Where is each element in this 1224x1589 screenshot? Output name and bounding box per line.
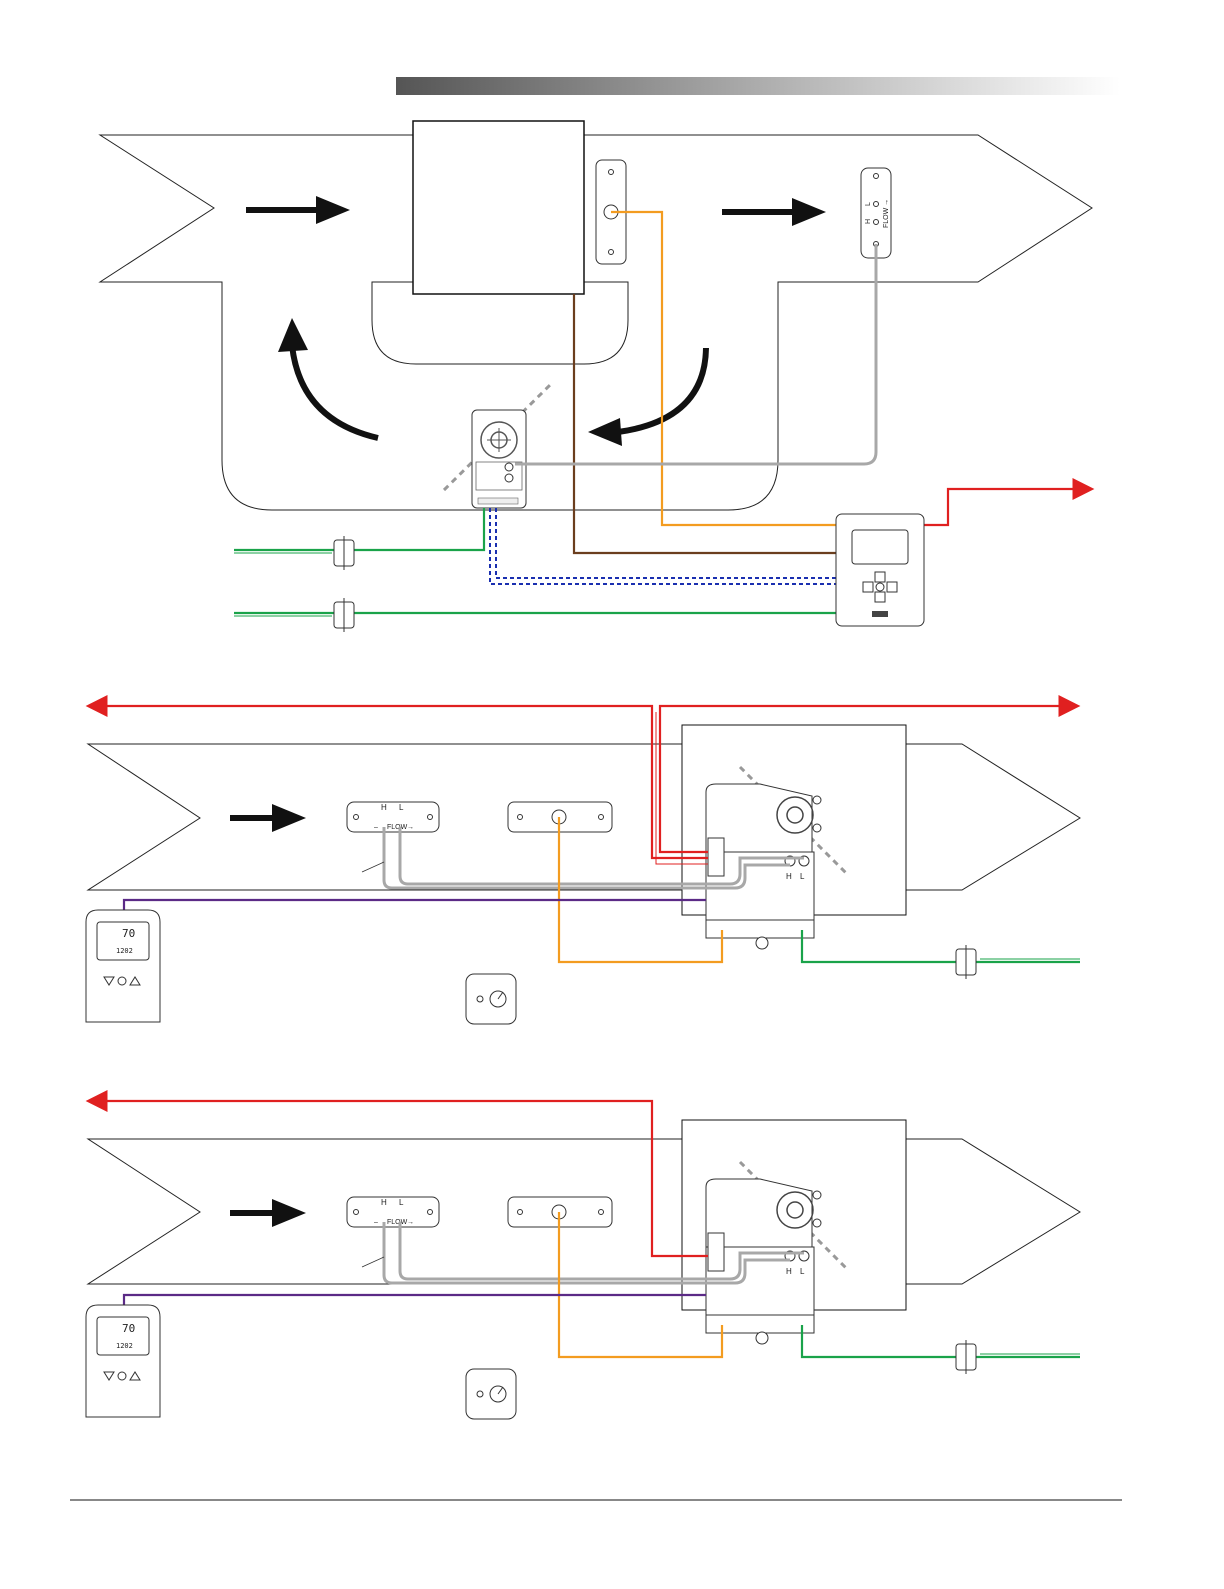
controller-h-label: H <box>786 1267 792 1276</box>
purple-wire-2 <box>124 900 706 910</box>
probe-flow-arrow: → <box>407 1219 414 1226</box>
return-arrow-icon <box>588 348 706 446</box>
thermostat-sub: 1202 <box>116 1342 133 1350</box>
diagram-3: H L FLOW → – H L <box>86 1101 1080 1419</box>
diagram-1: H L FLOW → <box>100 121 1092 632</box>
setpoint-knob-icon <box>466 1369 516 1419</box>
probe-flow-minus: – <box>374 1219 378 1226</box>
thermostat-icon: 70 1202 <box>86 910 160 1022</box>
probe-flow-label: FLOW <box>387 1219 408 1226</box>
controller-l-label: L <box>800 1267 805 1276</box>
probe-h-label: H <box>865 219 872 224</box>
probe-h-label: H <box>381 1198 387 1207</box>
thermostat-icon: 70 1202 <box>86 1305 160 1417</box>
green-wire-1a <box>234 508 484 550</box>
probe-flow-label: FLOW <box>387 824 408 831</box>
probe-flow-minus: – <box>374 824 378 831</box>
green-wire-2 <box>802 930 1080 962</box>
thermostat-sub: 1202 <box>116 947 133 955</box>
probe-flow-arrow: → <box>407 824 414 831</box>
flow-arrow-icon <box>246 196 350 224</box>
diagram-2: H L FLOW → – H L <box>86 706 1080 1024</box>
wire-connector-icon <box>334 598 354 632</box>
blue-network-wire-1b <box>496 508 836 578</box>
return-arrow-icon <box>278 318 378 438</box>
damper-actuator <box>444 385 550 508</box>
wall-controller <box>836 514 924 626</box>
probe-l-label: L <box>399 803 404 812</box>
flow-arrow-icon <box>230 804 306 832</box>
green-wire-3 <box>802 1325 1080 1357</box>
setpoint-knob-icon <box>466 974 516 1024</box>
controller-h-label: H <box>786 872 792 881</box>
airflow-pickup-icon: H L FLOW → – <box>347 1197 439 1227</box>
red-wire-1 <box>922 489 1090 525</box>
probe-h-label: H <box>381 803 387 812</box>
controller-l-label: L <box>800 872 805 881</box>
probe-l-label: L <box>865 202 872 206</box>
probe-l-label: L <box>399 1198 404 1207</box>
air-handler-box <box>413 121 584 294</box>
header-gradient-bar <box>396 77 1120 95</box>
thermostat-temp: 70 <box>122 927 135 940</box>
airflow-pickup-icon: H L FLOW → – <box>347 802 439 832</box>
purple-wire-3 <box>124 1295 706 1305</box>
gray-tube-leader-2 <box>362 862 384 872</box>
wire-connector-icon <box>334 536 354 570</box>
flow-arrow-icon <box>722 198 826 226</box>
thermostat-temp: 70 <box>122 1322 135 1335</box>
wire-connector-icon <box>956 1340 976 1374</box>
flow-arrow-icon <box>230 1199 306 1227</box>
wire-connector-icon <box>956 945 976 979</box>
probe-flow-label: FLOW → <box>883 199 890 228</box>
gray-tube-leader-3 <box>362 1257 384 1267</box>
orange-wire-1 <box>611 212 836 525</box>
